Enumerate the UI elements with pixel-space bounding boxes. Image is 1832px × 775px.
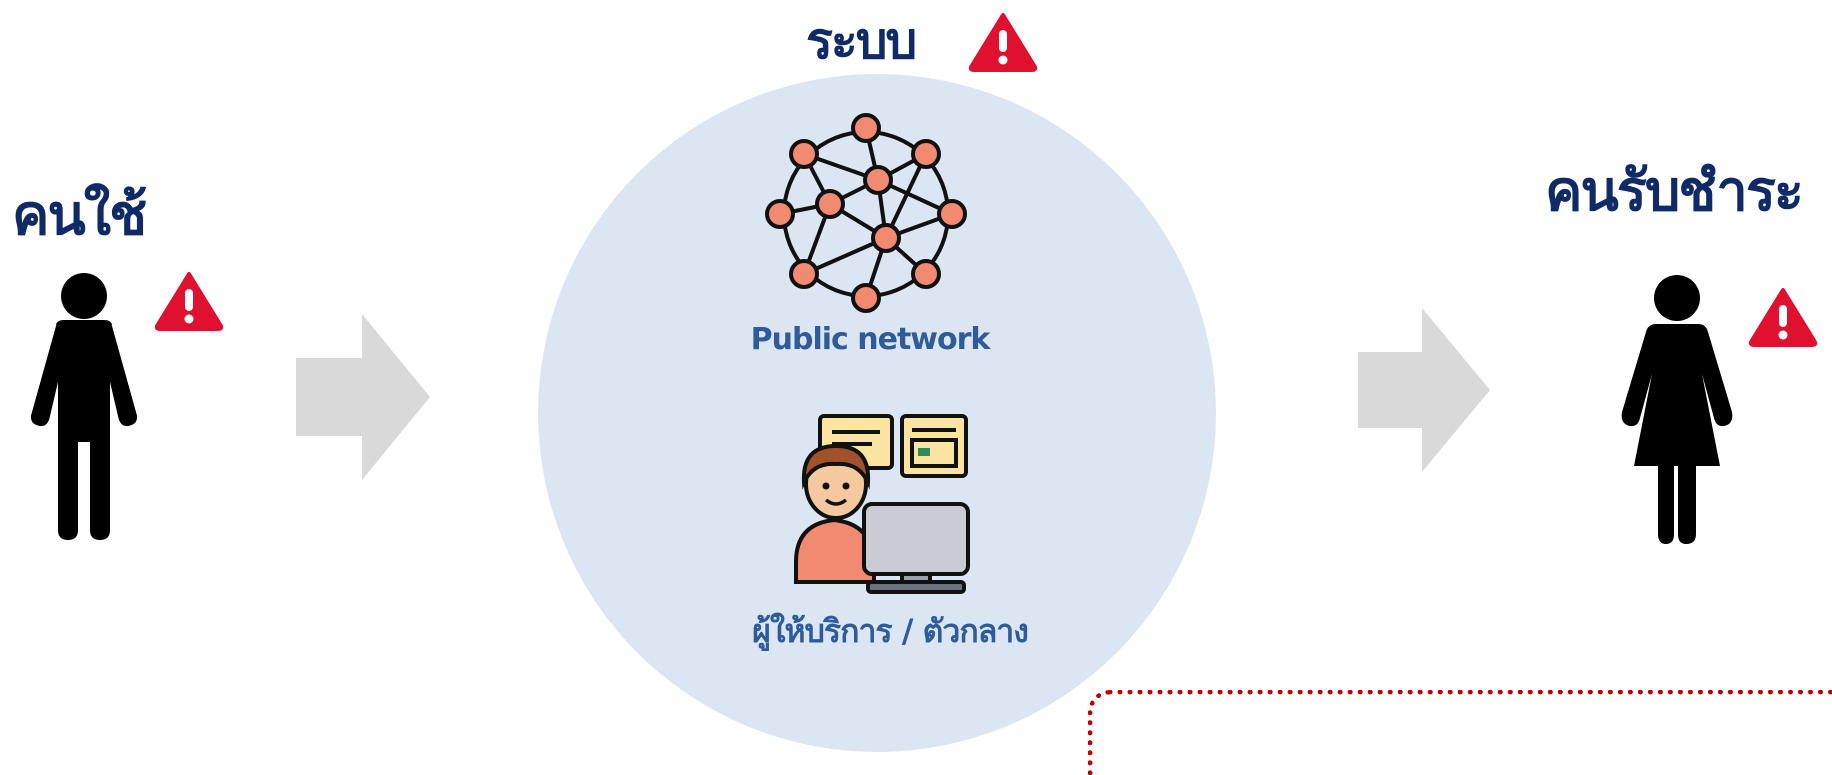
user-title: คนใช้: [12, 183, 147, 248]
person-male-icon: [31, 273, 137, 540]
operator-computer-icon: [794, 414, 970, 594]
network-caption: Public network: [750, 322, 991, 357]
dotted-note-box: [1088, 690, 1832, 775]
arrow-right-icon: [296, 314, 430, 480]
provider-caption: ผู้ให้บริการ / ตัวกลาง: [752, 612, 1029, 650]
network-icon: [765, 113, 967, 313]
person-female-icon: [1621, 275, 1733, 544]
arrow-right-icon: [1358, 308, 1490, 472]
system-title: ระบบ: [806, 12, 917, 70]
warning-icon: [1748, 288, 1818, 347]
warning-icon: [154, 272, 224, 331]
payee-title: คนรับชำระ: [1545, 159, 1804, 224]
warning-icon: [968, 13, 1038, 72]
